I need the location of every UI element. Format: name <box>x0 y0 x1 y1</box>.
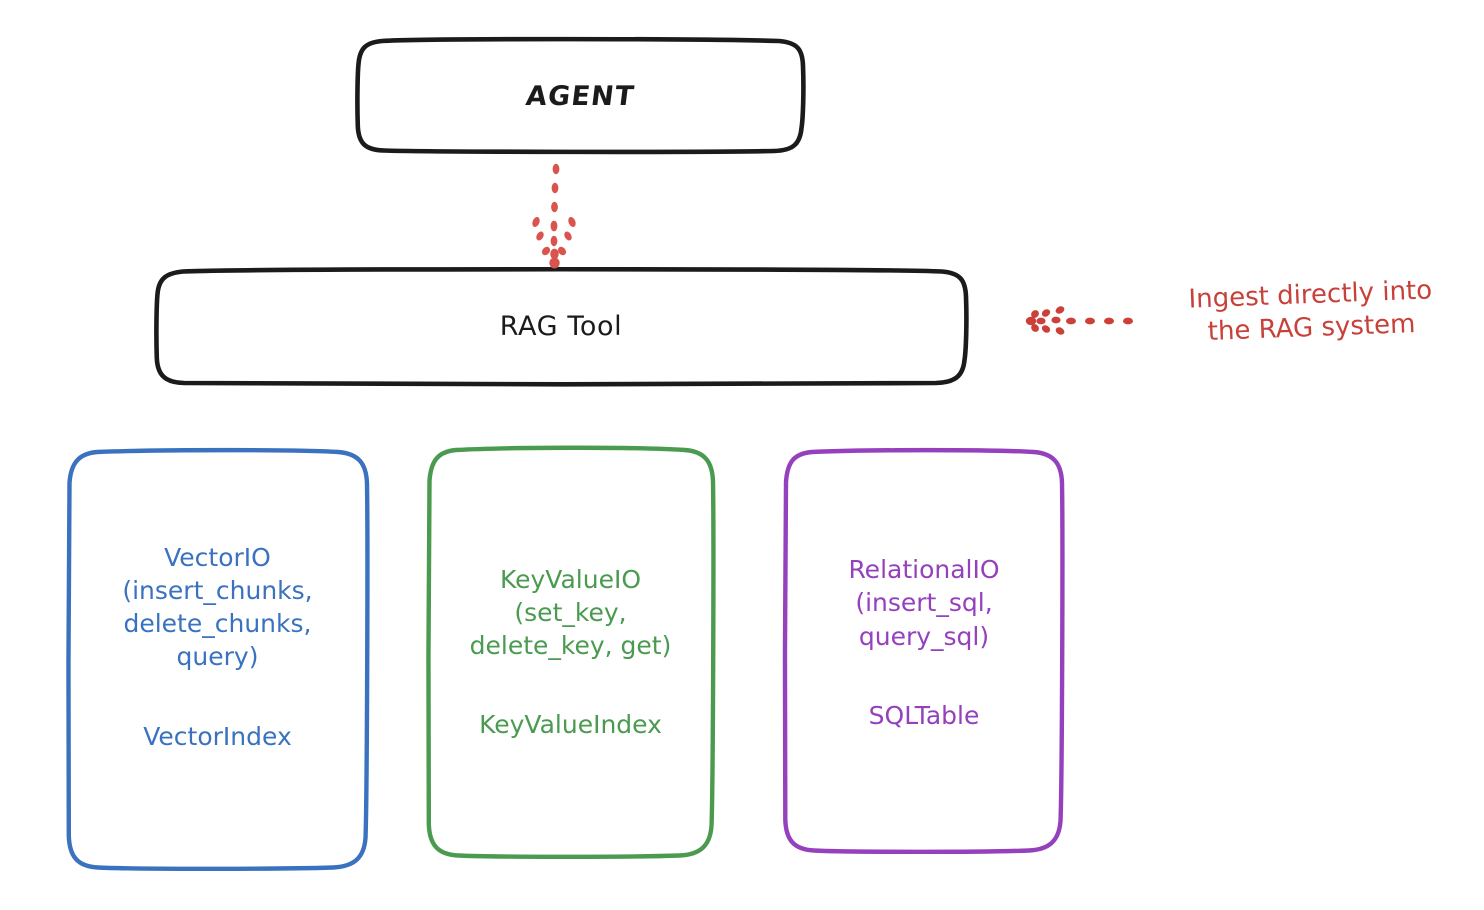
vector-store-body: VectorIO (insert_chunks, delete_chunks, … <box>78 541 357 751</box>
relational-store-body: RelationalIO (insert_sql, query_sql) SQL… <box>795 553 1053 730</box>
vector-store-node[interactable]: VectorIO (insert_chunks, delete_chunks, … <box>68 450 367 869</box>
vector-store-outline <box>66 447 370 872</box>
agent-box-outline <box>355 36 806 155</box>
keyvalue-store-api: KeyValueIO (set_key, delete_key, get) <box>469 564 672 661</box>
vector-store-api: VectorIO (insert_chunks, delete_chunks, … <box>122 542 313 672</box>
relational-store-index: SQLTable <box>868 700 980 730</box>
relational-store-outline <box>782 447 1065 855</box>
ingest-annotation: Ingest directly into the RAG system <box>1188 275 1433 348</box>
ragtool-box-outline <box>154 266 969 387</box>
keyvalue-store-body: KeyValueIO (set_key, delete_key, get) Ke… <box>438 563 703 740</box>
keyvalue-store-index: KeyValueIndex <box>479 710 662 740</box>
agent-node[interactable]: AGENT <box>357 40 803 152</box>
agent-label: AGENT <box>523 80 637 112</box>
rag-tool-node[interactable]: RAG Tool <box>156 270 966 383</box>
keyvalue-store-node[interactable]: KeyValueIO (set_key, delete_key, get) Ke… <box>428 448 713 858</box>
agent-to-rag-connector <box>532 163 576 269</box>
relational-store-node[interactable]: RelationalIO (insert_sql, query_sql) SQL… <box>785 450 1063 853</box>
ingest-to-rag-connector <box>1025 306 1133 335</box>
vector-store-index: VectorIndex <box>143 721 292 751</box>
keyvalue-store-outline <box>426 445 716 860</box>
rag-tool-label: RAG Tool <box>499 311 623 342</box>
relational-store-api: RelationalIO (insert_sql, query_sql) <box>848 555 1000 651</box>
